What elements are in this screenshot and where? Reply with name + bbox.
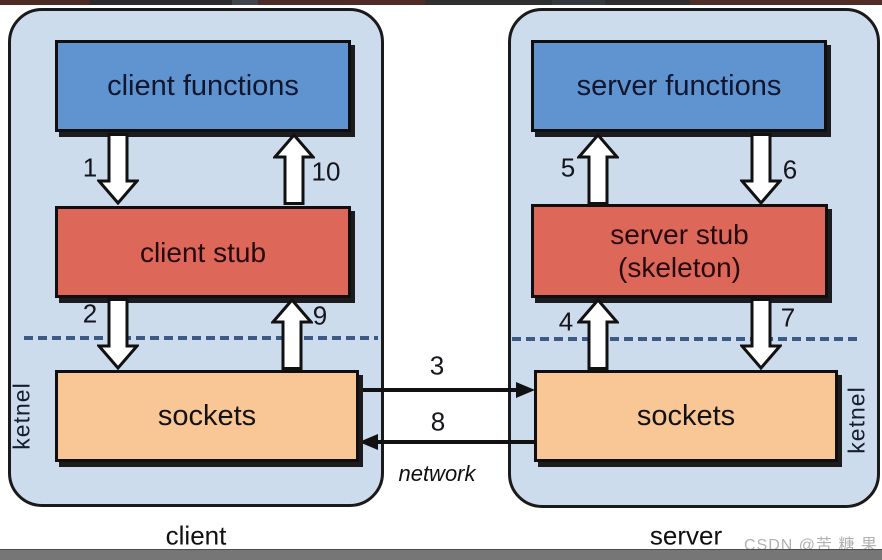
- arrow-step-4-up-icon: [577, 298, 619, 370]
- window-top-edge: [0, 0, 882, 5]
- arrow-1-label: 1: [82, 152, 98, 183]
- network-arrow-8-icon: [359, 434, 540, 450]
- arrow-step-1-down-icon: [97, 133, 139, 205]
- arrow-8-label: 8: [430, 406, 446, 437]
- server-stub-label-line2: (skeleton): [618, 252, 741, 283]
- client-sockets-label: sockets: [157, 399, 257, 432]
- network-label: network: [398, 461, 476, 486]
- server-functions-label: server functions: [576, 69, 782, 102]
- server-stub-label-line1: server stub: [610, 219, 749, 250]
- arrow-2-label: 2: [82, 298, 98, 329]
- arrow-3-label: 3: [429, 350, 445, 381]
- arrow-4-label: 4: [558, 306, 574, 337]
- client-functions-box: client functions: [55, 40, 351, 132]
- client-stub-label: client stub: [139, 236, 267, 268]
- arrow-step-9-up-icon: [271, 298, 313, 370]
- kernel-boundary-line-server: [512, 337, 858, 341]
- arrow-step-2-down-icon: [97, 298, 139, 370]
- server-caption: server: [649, 520, 723, 551]
- arrow-10-label: 10: [311, 156, 341, 187]
- client-stub-box: client stub: [55, 206, 351, 298]
- kernel-label-client: ketnel: [8, 382, 35, 450]
- server-sockets-label: sockets: [636, 399, 736, 432]
- server-sockets-box: sockets: [534, 370, 838, 462]
- kernel-label-server: ketnel: [843, 386, 870, 454]
- client-sockets-box: sockets: [55, 370, 359, 462]
- server-stub-box: server stub (skeleton): [531, 204, 828, 298]
- arrow-step-6-down-icon: [740, 133, 782, 205]
- arrow-7-label: 7: [780, 302, 796, 333]
- client-functions-label: client functions: [107, 69, 299, 102]
- network-arrow-3-icon: [356, 382, 535, 398]
- server-functions-box: server functions: [531, 40, 827, 132]
- kernel-boundary-line-client: [24, 336, 378, 340]
- arrow-step-10-up-icon: [273, 133, 315, 205]
- arrow-9-label: 9: [312, 300, 328, 331]
- arrow-6-label: 6: [782, 154, 798, 185]
- arrow-step-7-down-icon: [740, 298, 782, 370]
- arrow-5-label: 5: [560, 152, 576, 183]
- client-caption: client: [165, 520, 227, 551]
- arrow-step-5-up-icon: [577, 133, 619, 205]
- window-bottom-edge: [0, 549, 882, 560]
